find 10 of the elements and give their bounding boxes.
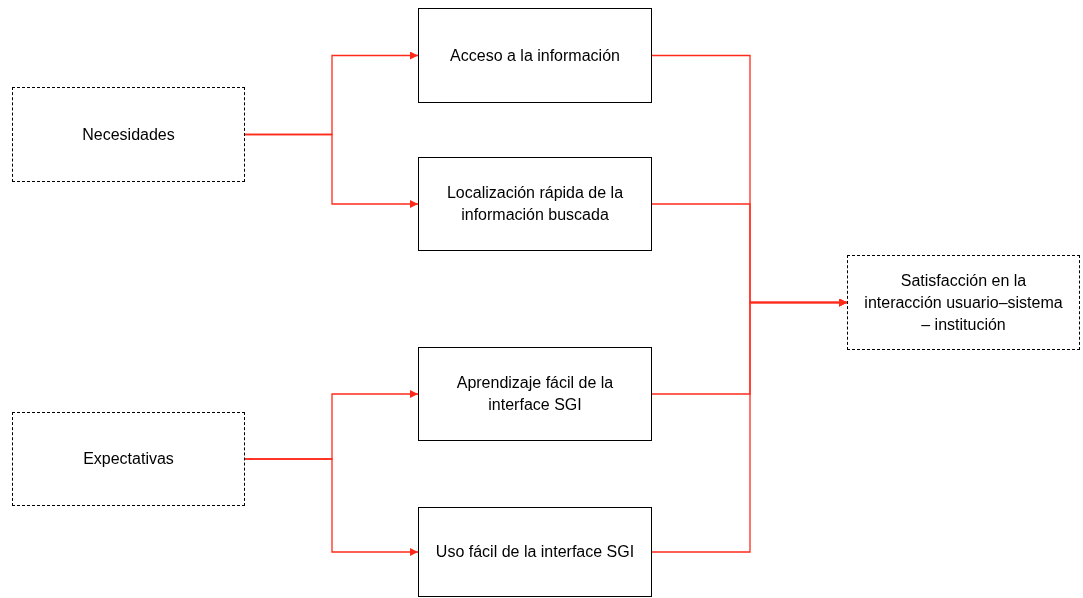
arrow: [244, 458, 419, 556]
process-box: Acceso a la información: [418, 8, 652, 103]
dashed-box: Expectativas: [12, 412, 245, 506]
process-box: Uso fácil de la interface SGI: [418, 507, 652, 597]
dashed-box: Satisfacción en la interacción usuario–sistema – institución: [847, 255, 1080, 350]
process-box: Aprendizaje fácil de la interface SGI: [418, 347, 652, 441]
arrow: [651, 298, 848, 553]
dashed-box: Necesidades: [12, 87, 245, 182]
process-box: Localización rápida de la información buscada: [418, 157, 652, 251]
arrow: [244, 133, 419, 208]
